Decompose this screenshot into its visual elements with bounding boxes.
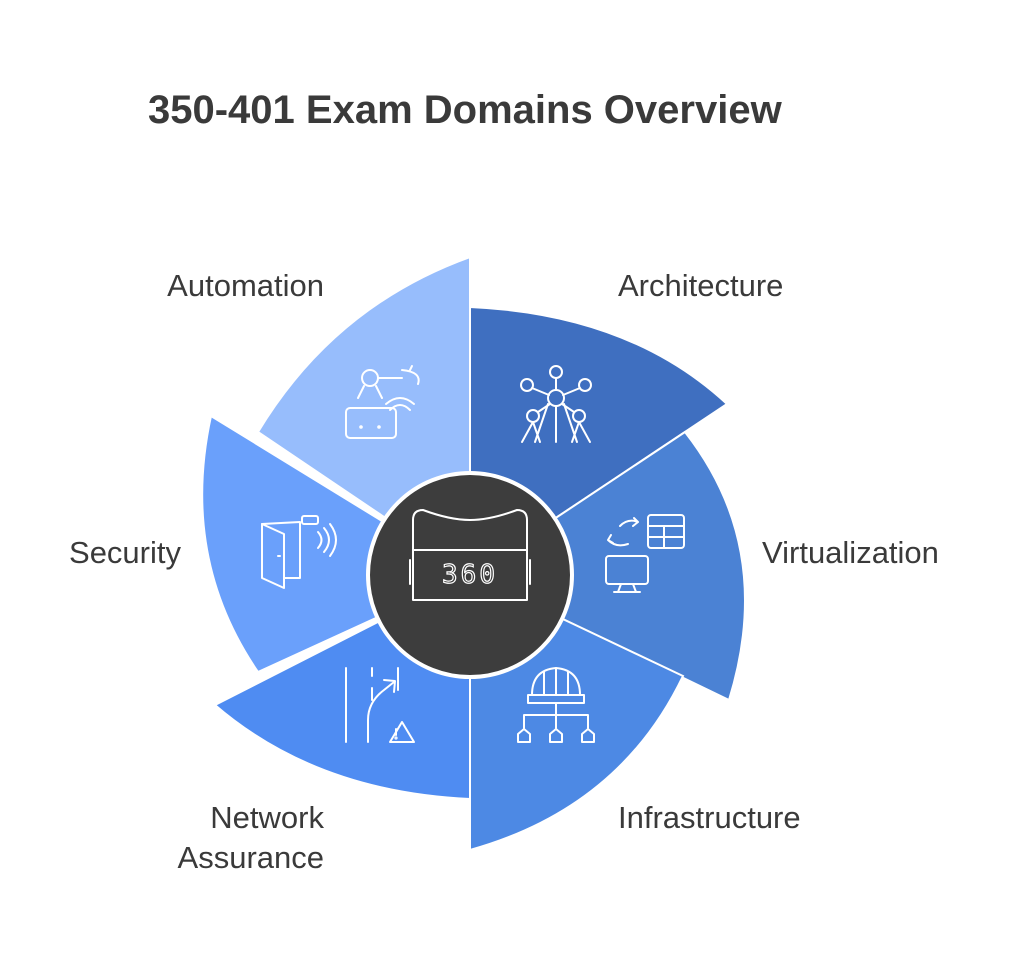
center-text: 360 bbox=[442, 560, 498, 590]
atomium-icon bbox=[520, 365, 592, 443]
segment-virtualization[interactable] bbox=[467, 430, 746, 702]
virtual-machine-icon bbox=[605, 514, 685, 593]
center-hub bbox=[366, 471, 574, 679]
label-network-assurance: Network Assurance bbox=[178, 798, 324, 878]
label-infrastructure: Infrastructure bbox=[618, 800, 801, 835]
label-network-assurance-line-1: Network bbox=[210, 800, 324, 835]
label-virtualization: Virtualization bbox=[762, 535, 939, 570]
robot-arm-router-icon bbox=[345, 365, 420, 439]
hardhat-network-icon bbox=[517, 667, 595, 743]
diagram-title: 350-401 Exam Domains Overview bbox=[148, 88, 782, 132]
label-network-assurance-line-2: Assurance bbox=[177, 840, 324, 875]
road-warning-icon bbox=[345, 667, 415, 743]
label-architecture: Architecture bbox=[618, 268, 784, 303]
label-security: Security bbox=[69, 535, 181, 570]
label-automation: Automation bbox=[167, 268, 324, 303]
vr-headset-360-icon bbox=[409, 509, 531, 601]
door-sensor-icon bbox=[261, 515, 337, 589]
